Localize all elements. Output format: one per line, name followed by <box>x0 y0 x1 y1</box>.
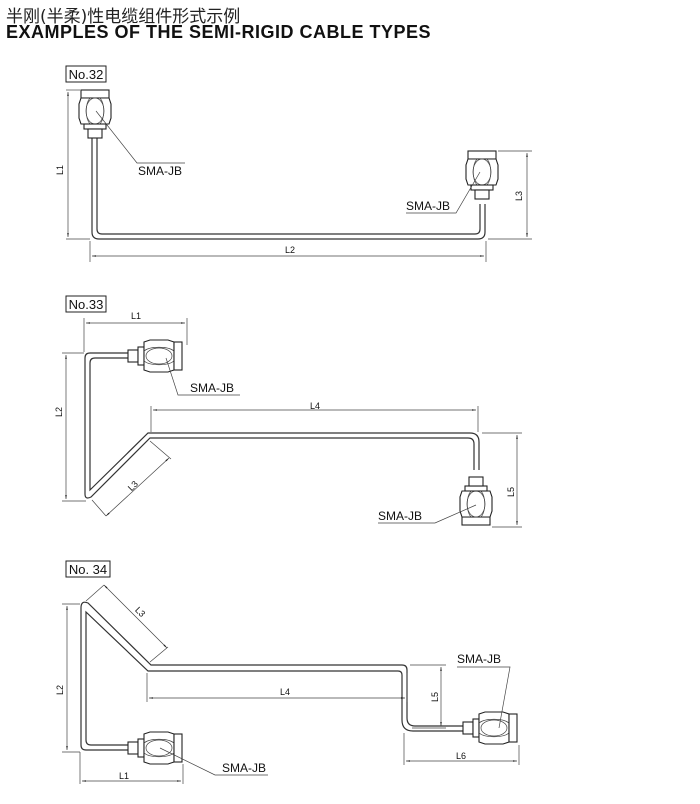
dimension-label: L2 <box>54 407 64 417</box>
dimension-label: L5 <box>430 692 440 702</box>
dimension-label: L6 <box>456 751 466 761</box>
dimension-label: L2 <box>285 245 295 255</box>
diagram-no34: No. 34 SMA-JB SMA-JB L1 L2 L3 L4 <box>55 560 520 784</box>
dimension-label: L3 <box>126 479 140 493</box>
dimension-label: L1 <box>119 771 129 781</box>
diagram-label: No.33 <box>69 297 104 312</box>
dimension-label: L5 <box>506 487 516 497</box>
diagram-label: No.32 <box>69 67 104 82</box>
connector-icon <box>78 89 112 139</box>
dimension-label: L2 <box>55 685 65 695</box>
dimension-label: L4 <box>310 401 320 411</box>
diagram-label: No. 34 <box>69 562 107 577</box>
connector-label: SMA-JB <box>222 761 266 775</box>
connector-label: SMA-JB <box>378 509 422 523</box>
connector-label: SMA-JB <box>138 164 182 178</box>
connector-label: SMA-JB <box>190 381 234 395</box>
connector-icon <box>462 711 518 745</box>
connector-label: SMA-JB <box>406 199 450 213</box>
dimension-label: L1 <box>131 311 141 321</box>
title-english: EXAMPLES OF THE SEMI-RIGID CABLE TYPES <box>6 22 432 42</box>
dimension-label: L3 <box>514 191 524 201</box>
diagram-no32: No.32 SMA-JB SMA-JB L1 L2 L3 <box>55 65 532 262</box>
diagram-no33: No.33 SMA-JB SMA-JB L1 L2 L3 L4 <box>54 295 522 528</box>
dimension-label: L1 <box>55 165 65 175</box>
connector-icon <box>465 150 499 200</box>
connector-icon <box>127 339 183 373</box>
connector-icon <box>127 731 183 765</box>
connector-label: SMA-JB <box>457 652 501 666</box>
dimension-label: L3 <box>133 605 147 619</box>
connector-icon <box>459 476 493 526</box>
dimension-label: L4 <box>280 687 290 697</box>
title-chinese: 半刚(半柔)性电缆组件形式示例 <box>6 7 241 27</box>
